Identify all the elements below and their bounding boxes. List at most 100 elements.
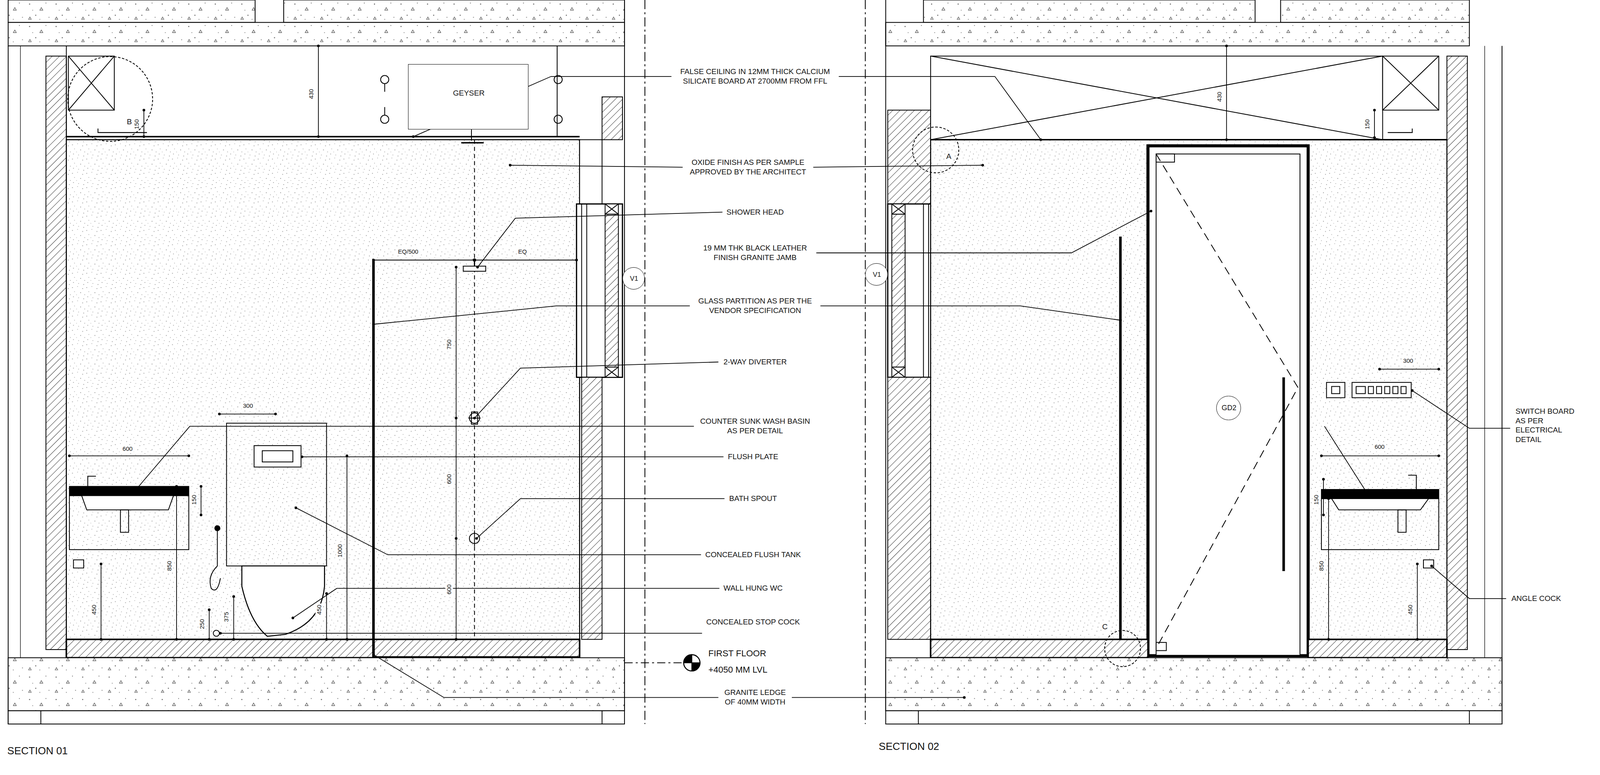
- dimension-line-part: [455, 267, 457, 419]
- dimension-text: 450: [90, 604, 98, 617]
- section-01-structure-part: [66, 139, 580, 640]
- node-text: GD2: [1220, 404, 1237, 413]
- annotation-text: ANGLE COCK: [1510, 594, 1563, 604]
- dimension-text: 600: [445, 473, 453, 486]
- dimension-text: 150: [133, 118, 141, 131]
- dimension-text: EQ: [516, 248, 529, 256]
- dimension-text: 300: [241, 402, 255, 411]
- section-01-structure-part: [66, 135, 580, 138]
- basin-fittings-part: [87, 476, 96, 487]
- leader-line-part: [220, 633, 703, 635]
- section-01-structure-part: [40, 711, 42, 725]
- wc-fittings-part: [254, 445, 302, 468]
- leader-line-part: [476, 498, 725, 539]
- switch-and-basin-part: [1326, 382, 1345, 398]
- section-02-structure-part: [887, 204, 934, 378]
- leader-line-part: [791, 697, 965, 699]
- annotation-text: FLUSH PLATE: [726, 452, 780, 462]
- dimension-line-part: [100, 564, 102, 640]
- section-02-structure-part: [930, 56, 1383, 140]
- annotation-text: CONCEALED FLUSH TANK: [704, 550, 803, 560]
- dimension-text: 150: [190, 493, 198, 507]
- dimension-line-part: [176, 486, 177, 640]
- wc-fittings-part: [226, 423, 327, 567]
- basin-fittings-part: [81, 495, 174, 511]
- annotation-text: COUNTER SUNK WASH BASIN AS PER DETAIL: [696, 417, 815, 437]
- wc-fittings-part: [210, 530, 221, 591]
- dimension-line-part: [1374, 110, 1375, 138]
- section-02-structure-part: [885, 0, 887, 712]
- dimension-text: 1000: [335, 543, 344, 559]
- section-02-structure-part: [891, 367, 906, 378]
- section-01-structure-part: [624, 0, 625, 712]
- leader-line-part: [510, 165, 683, 168]
- section-02-structure-part: [923, 0, 1255, 23]
- leader-line: [132, 76, 1511, 698]
- dimension-text: 850: [165, 560, 174, 573]
- switch-and-basin-part: [1368, 386, 1374, 394]
- switch-and-basin-part: [1321, 489, 1439, 499]
- shower-fittings-part: [474, 530, 476, 547]
- section-02-structure-part: [887, 377, 931, 640]
- door-tag: GD2: [1216, 396, 1241, 421]
- leader-line-part: [132, 426, 694, 494]
- switch-and-basin-part: [1331, 498, 1429, 511]
- section-01-structure-part: [461, 142, 484, 144]
- section-01-structure-part: [384, 83, 385, 92]
- wc-fittings: [210, 423, 327, 637]
- annotation-text: SHOWER HEAD: [725, 207, 786, 218]
- section-02-structure-part: [1119, 236, 1122, 658]
- section-02-structure-part: [891, 214, 906, 368]
- dimension-line-part: [200, 486, 202, 516]
- dimension-line-part: [318, 45, 319, 137]
- dimension-line-part: [1323, 479, 1324, 516]
- dimension-line-part: [1328, 498, 1330, 640]
- annotation-text: SWITCH BOARD AS PER ELECTRICAL DETAIL: [1514, 406, 1579, 445]
- switch-and-basin-part: [1384, 386, 1390, 394]
- section-01-structure-part: [604, 367, 619, 378]
- dimension-text: 430: [1215, 90, 1224, 104]
- dimension-line-part: [455, 418, 457, 539]
- section-02-structure-part: [1308, 639, 1447, 658]
- section-01-structure-part: [604, 367, 619, 378]
- annotation-text: OXIDE FINISH AS PER SAMPLE APPROVED BY T…: [685, 157, 811, 177]
- section-02-structure-part: [1382, 56, 1440, 111]
- dimension-line-part: [346, 456, 348, 640]
- section-01-structure-part: [576, 204, 623, 378]
- dimension-text: 150: [1363, 118, 1372, 131]
- annotation-text: 19 MM THK BLACK LEATHER FINISH GRANITE J…: [696, 243, 815, 263]
- basin-fittings-part: [69, 495, 189, 550]
- annotation-text: FIRST FLOOR: [706, 648, 768, 660]
- shower-fittings-part: [463, 266, 486, 272]
- section-02-structure-part: [1501, 45, 1503, 725]
- switch-and-basin-part: [1331, 386, 1340, 394]
- section-02-structure-part: [1468, 711, 1470, 725]
- dimension-text: 600: [1373, 443, 1386, 451]
- section-01-structure-part: [65, 45, 67, 140]
- shower-fittings-part: [372, 260, 375, 659]
- switch-and-basin-part: [1352, 382, 1412, 398]
- section-02-structure-part: [1382, 56, 1440, 111]
- dimension-text: 250: [198, 618, 207, 631]
- section-01-structure-part: [553, 115, 562, 124]
- dimension-text: 850: [1317, 560, 1326, 573]
- section-02-structure-part: [864, 0, 866, 725]
- dimension-text: 600: [445, 583, 453, 597]
- section-02-structure-part: [1156, 642, 1167, 651]
- section-02-structure-part: [917, 711, 919, 725]
- section-01-structure-part: [68, 56, 115, 111]
- leader-line-part: [373, 306, 690, 325]
- section-02-structure-part: [930, 56, 1383, 140]
- annotation-text: GLASS PARTITION AS PER THE VENDOR SPECIF…: [692, 296, 819, 316]
- dimension-line-part: [473, 259, 476, 262]
- section-02-structure-part: [1280, 0, 1470, 23]
- dimension-text: EQ/500: [396, 248, 420, 256]
- section-01-structure-part: [68, 56, 115, 111]
- node-text: B: [125, 117, 133, 127]
- wc-fittings-part: [213, 630, 220, 637]
- section-title: SECTION 02: [877, 740, 941, 754]
- section-01-structure-part: [471, 129, 472, 141]
